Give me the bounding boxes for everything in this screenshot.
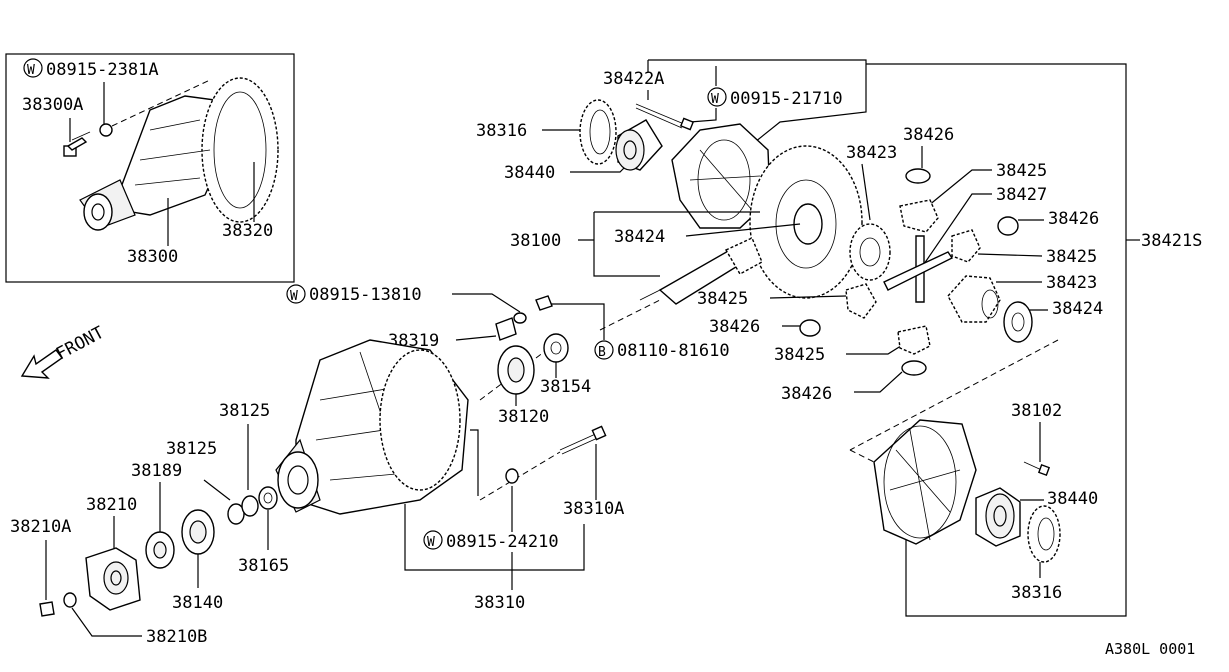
label-38154: 38154 [540, 377, 591, 397]
front-arrow-icon [20, 349, 63, 379]
inset-washer-icon [99, 123, 113, 137]
thrust-washer-38426-b-icon [997, 216, 1019, 236]
label-38422A: 38422A [603, 69, 664, 89]
label-38426-low: 38426 [781, 384, 832, 404]
label-38425-mid: 38425 [697, 289, 748, 309]
carrier-housing-38310-icon [275, 339, 469, 515]
label-38210B: 38210B [146, 627, 207, 647]
label-38310A: 38310A [563, 499, 624, 519]
spec-08110-81610: 08110-81610 [617, 341, 730, 361]
pinion-mate-38425-c-icon [845, 283, 877, 319]
breather-38319-icon [495, 317, 517, 341]
drive-pinion-icon [639, 237, 763, 305]
bearing-38440-icon [615, 119, 663, 171]
bearing-38120-icon [497, 345, 535, 395]
thrust-washer-38426-d-icon [901, 360, 927, 376]
label-38426-right: 38426 [1048, 209, 1099, 229]
label-38102: 38102 [1011, 401, 1062, 421]
inset-carrier-housing-icon [79, 77, 279, 231]
label-38125-mid: 38125 [166, 439, 217, 459]
ring-gear-icon [749, 145, 863, 299]
label-38165: 38165 [238, 556, 289, 576]
diff-case-lower-icon [873, 419, 977, 545]
washer-letter-2: W [711, 92, 719, 107]
label-38189: 38189 [131, 461, 182, 481]
shims-38125-icon [227, 495, 259, 525]
label-38425-low: 38425 [774, 345, 825, 365]
front-label: FRONT [53, 323, 108, 365]
washer-38210B-icon [63, 592, 77, 608]
label-38424-right: 38424 [1052, 299, 1103, 319]
label-38300: 38300 [127, 247, 178, 267]
washer-letter-4: W [427, 535, 435, 550]
label-38423-top: 38423 [846, 143, 897, 163]
bolt-38422A-icon [635, 103, 695, 131]
washer-symbol-icon-3 [286, 284, 306, 304]
companion-flange-38210-icon [85, 547, 141, 611]
label-38310: 38310 [474, 593, 525, 613]
label-38316-top: 38316 [476, 121, 527, 141]
washer-08915-24210-icon [505, 468, 519, 484]
inset-spec-label: 08915-2381A [46, 60, 159, 80]
bearing-38140-icon [181, 509, 215, 555]
label-38425-right: 38425 [1046, 247, 1097, 267]
label-38423-right: 38423 [1046, 273, 1097, 293]
oil-seal-38316-icon [579, 99, 617, 165]
bolt-38310A-icon [559, 425, 607, 455]
side-gear-38423-icon [849, 223, 891, 281]
oil-seal-38316-lower-icon [1027, 505, 1061, 563]
thrust-washer-38426-a-icon [905, 168, 931, 184]
bolt-letter: B [598, 345, 606, 360]
diagram-code: A380L 0001 [1105, 640, 1195, 658]
label-38421S: 38421S [1141, 231, 1202, 251]
pinion-mate-38425-b-icon [951, 229, 981, 263]
pinion-mate-38425-a-icon [899, 199, 939, 233]
label-38300A: 38300A [22, 95, 83, 115]
label-38100: 38100 [510, 231, 561, 251]
label-38424-top: 38424 [614, 227, 665, 247]
label-38120: 38120 [498, 407, 549, 427]
washer-08915-13810-icon [513, 312, 527, 324]
spec-00915-21710: 00915-21710 [730, 89, 843, 109]
bolt-08110-81610-icon [535, 295, 553, 311]
inset-box: W 08915-2381A 38300A 38320 38300 [5, 53, 295, 283]
label-38320: 38320 [222, 221, 273, 241]
label-38426-top: 38426 [903, 125, 954, 145]
thrust-washer-38424-icon [1003, 301, 1033, 343]
nut-38210A-icon [39, 601, 55, 617]
washer-symbol-icon-2 [707, 87, 727, 107]
washer-symbol-icon [23, 58, 43, 78]
pinion-shaft-cross-icon [883, 235, 954, 303]
side-gear-38423-b-icon [947, 275, 1001, 323]
label-38316-lower: 38316 [1011, 583, 1062, 603]
label-38426-mid: 38426 [709, 317, 760, 337]
oil-seal-38165-icon [258, 486, 278, 510]
label-38440-top: 38440 [504, 163, 555, 183]
assembly-bracket [647, 59, 1127, 617]
washer-letter-3: W [290, 289, 298, 304]
inset-bolt-icon [63, 131, 91, 157]
label-38425-top: 38425 [996, 161, 1047, 181]
label-38140: 38140 [172, 593, 223, 613]
deflector-38189-icon [145, 531, 175, 569]
bearing-38440-lower-icon [975, 487, 1021, 547]
thrust-washer-38426-c-icon [799, 319, 821, 337]
label-38427: 38427 [996, 185, 1047, 205]
bolt-symbol-icon [594, 340, 614, 360]
inset-washer-letter: W [27, 63, 35, 78]
washer-symbol-icon-4 [423, 530, 443, 550]
pinion-mate-38425-d-icon [897, 325, 931, 355]
label-38210: 38210 [86, 495, 137, 515]
spec-08915-13810: 08915-13810 [309, 285, 422, 305]
label-38125-top: 38125 [219, 401, 270, 421]
bolt-38102-icon [1023, 461, 1051, 477]
spacer-38154-icon [543, 333, 569, 363]
label-38210A: 38210A [10, 517, 71, 537]
label-38440-lower: 38440 [1047, 489, 1098, 509]
spec-08915-24210: 08915-24210 [446, 532, 559, 552]
